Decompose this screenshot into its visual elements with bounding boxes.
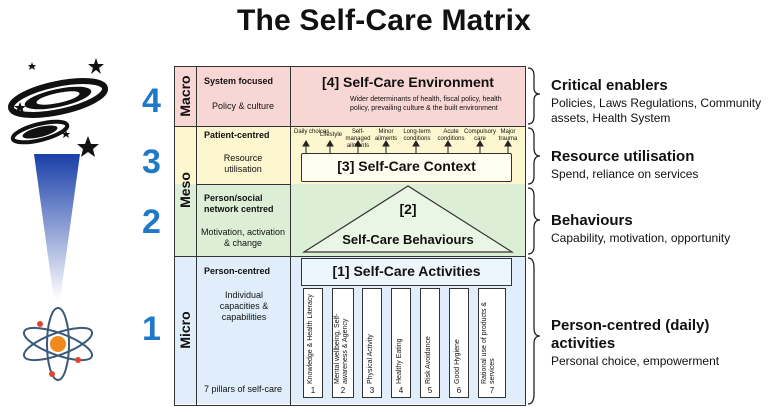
level3-focus: Patient-centred — [204, 130, 270, 140]
pillar-2: Mental wellbeing, Self-awareness & Agenc… — [332, 288, 354, 398]
level1-detail: Individual capacities & capabilities — [219, 290, 269, 322]
level-number-4: 4 — [142, 82, 161, 120]
scale-divider — [196, 66, 197, 406]
pillar-3: Physical Activity 3 — [362, 288, 382, 398]
context-arrows — [302, 140, 512, 153]
pillar-4-label: Healthy Eating — [396, 338, 403, 384]
context-label-compulsory: Compulsory care — [464, 129, 497, 142]
row-divider-micro — [174, 256, 526, 257]
pillar-7: Rational use of products & services 7 — [478, 288, 506, 398]
row-divider-macro — [174, 126, 526, 127]
context-label-major-trauma: Major trauma — [498, 129, 518, 142]
pillar-5: Risk Avoidance 5 — [420, 288, 440, 398]
scale-label-micro: Micro — [177, 311, 193, 349]
level1-focus: Person-centred — [204, 266, 271, 276]
pillar-2-label: Mental wellbeing, Self-awareness & Agenc… — [334, 313, 349, 384]
note-critical-enablers-heading: Critical enablers — [551, 77, 668, 94]
pillar-4-number: 4 — [398, 386, 404, 395]
pillar-1-label: Knowledge & Health Literacy — [307, 294, 314, 384]
context-label-minor-ailments: Minor ailments — [374, 129, 398, 142]
behaviours-heading: Self-Care Behaviours — [342, 232, 474, 247]
level3-detail: Resource utilisation — [223, 153, 263, 174]
context-box — [301, 153, 512, 182]
pillar-7-label: Rational use of products & services — [481, 301, 496, 384]
activities-heading: [1] Self-Care Activities — [332, 263, 481, 279]
level-number-2: 2 — [142, 203, 161, 241]
pillar-5-label: Risk Avoidance — [425, 336, 432, 384]
pillar-5-number: 5 — [427, 386, 433, 395]
note-person-centred-heading: Person-centred (daily) activities — [551, 317, 710, 352]
pillar-1: Knowledge & Health Literacy 1 — [303, 288, 323, 398]
scale-label-macro: Macro — [177, 75, 193, 117]
behaviours-triangle — [301, 185, 515, 253]
star-icon — [14, 58, 104, 157]
pillar-4: Healthy Eating 4 — [391, 288, 411, 398]
scale-label-meso: Meso — [177, 172, 193, 208]
context-label-acute: Acute conditions — [437, 129, 465, 142]
context-heading: [3] Self-Care Context — [337, 158, 476, 174]
cosmos-illustration — [7, 58, 109, 381]
pillar-2-number: 2 — [340, 386, 346, 395]
pillar-3-number: 3 — [369, 386, 375, 395]
context-label-long-term: Long-term conditions — [403, 129, 431, 142]
column-divider — [290, 66, 291, 406]
context-label-daily-choices: Daily choices — [294, 129, 330, 135]
pillar-3-label: Physical Activity — [367, 334, 374, 384]
level-number-1: 1 — [142, 310, 161, 348]
activities-box — [301, 258, 512, 286]
level4-detail: Policy & culture — [211, 101, 275, 111]
note-person-centred-sub: Personal choice, empowerment — [551, 354, 720, 368]
pillar-6-label: Good Hygiene — [454, 339, 461, 384]
telescope-beam-icon — [34, 154, 80, 300]
pillars-footer: 7 pillars of self-care — [203, 384, 283, 394]
right-braces — [527, 67, 541, 405]
note-critical-enablers-sub: Policies, Laws Regulations, Community as… — [551, 96, 762, 125]
environment-body: Wider determinants of health, fiscal pol… — [350, 96, 502, 112]
environment-heading: [4] Self-Care Environment — [322, 74, 494, 90]
macro-band — [174, 66, 526, 126]
row-divider-meso — [196, 184, 290, 185]
note-behaviours-heading: Behaviours — [551, 212, 633, 229]
note-resource-heading: Resource utilisation — [551, 148, 695, 165]
pillar-6: Good Hygiene 6 — [449, 288, 469, 398]
context-label-lifestyle: Lifestyle — [319, 132, 342, 138]
pillar-1-number: 1 — [310, 386, 316, 395]
pillar-7-number: 7 — [489, 386, 495, 395]
note-behaviours-sub: Capability, motivation, opportunity — [551, 231, 731, 245]
behaviours-number: [2] — [399, 201, 417, 217]
level2-focus: Person/social network centred — [204, 193, 274, 214]
level4-focus: System focused — [204, 76, 274, 86]
matrix-frame — [174, 66, 526, 406]
saturn-galaxy-icon — [7, 78, 109, 145]
atom-icon — [22, 307, 94, 381]
level-number-3: 3 — [142, 143, 161, 181]
level2-detail: Motivation, activation & change — [200, 227, 286, 248]
note-resource-sub: Spend, reliance on services — [551, 167, 699, 181]
page-title: The Self-Care Matrix — [236, 4, 532, 37]
pillar-6-number: 6 — [456, 386, 462, 395]
